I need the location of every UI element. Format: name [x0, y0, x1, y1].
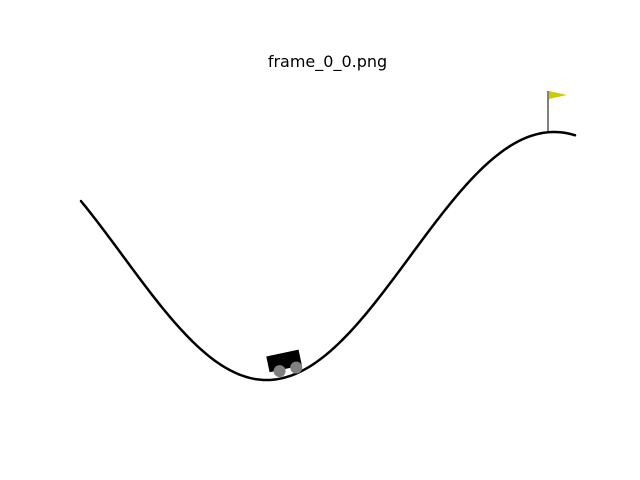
car-wheel-front	[290, 361, 303, 374]
goal-flag-icon	[547, 91, 567, 132]
mountain-terrain	[79, 130, 577, 382]
frame-title: frame_0_0.png	[267, 52, 388, 71]
car-icon	[266, 349, 303, 378]
flag-banner	[549, 91, 567, 99]
car-wheel-rear	[273, 365, 286, 378]
